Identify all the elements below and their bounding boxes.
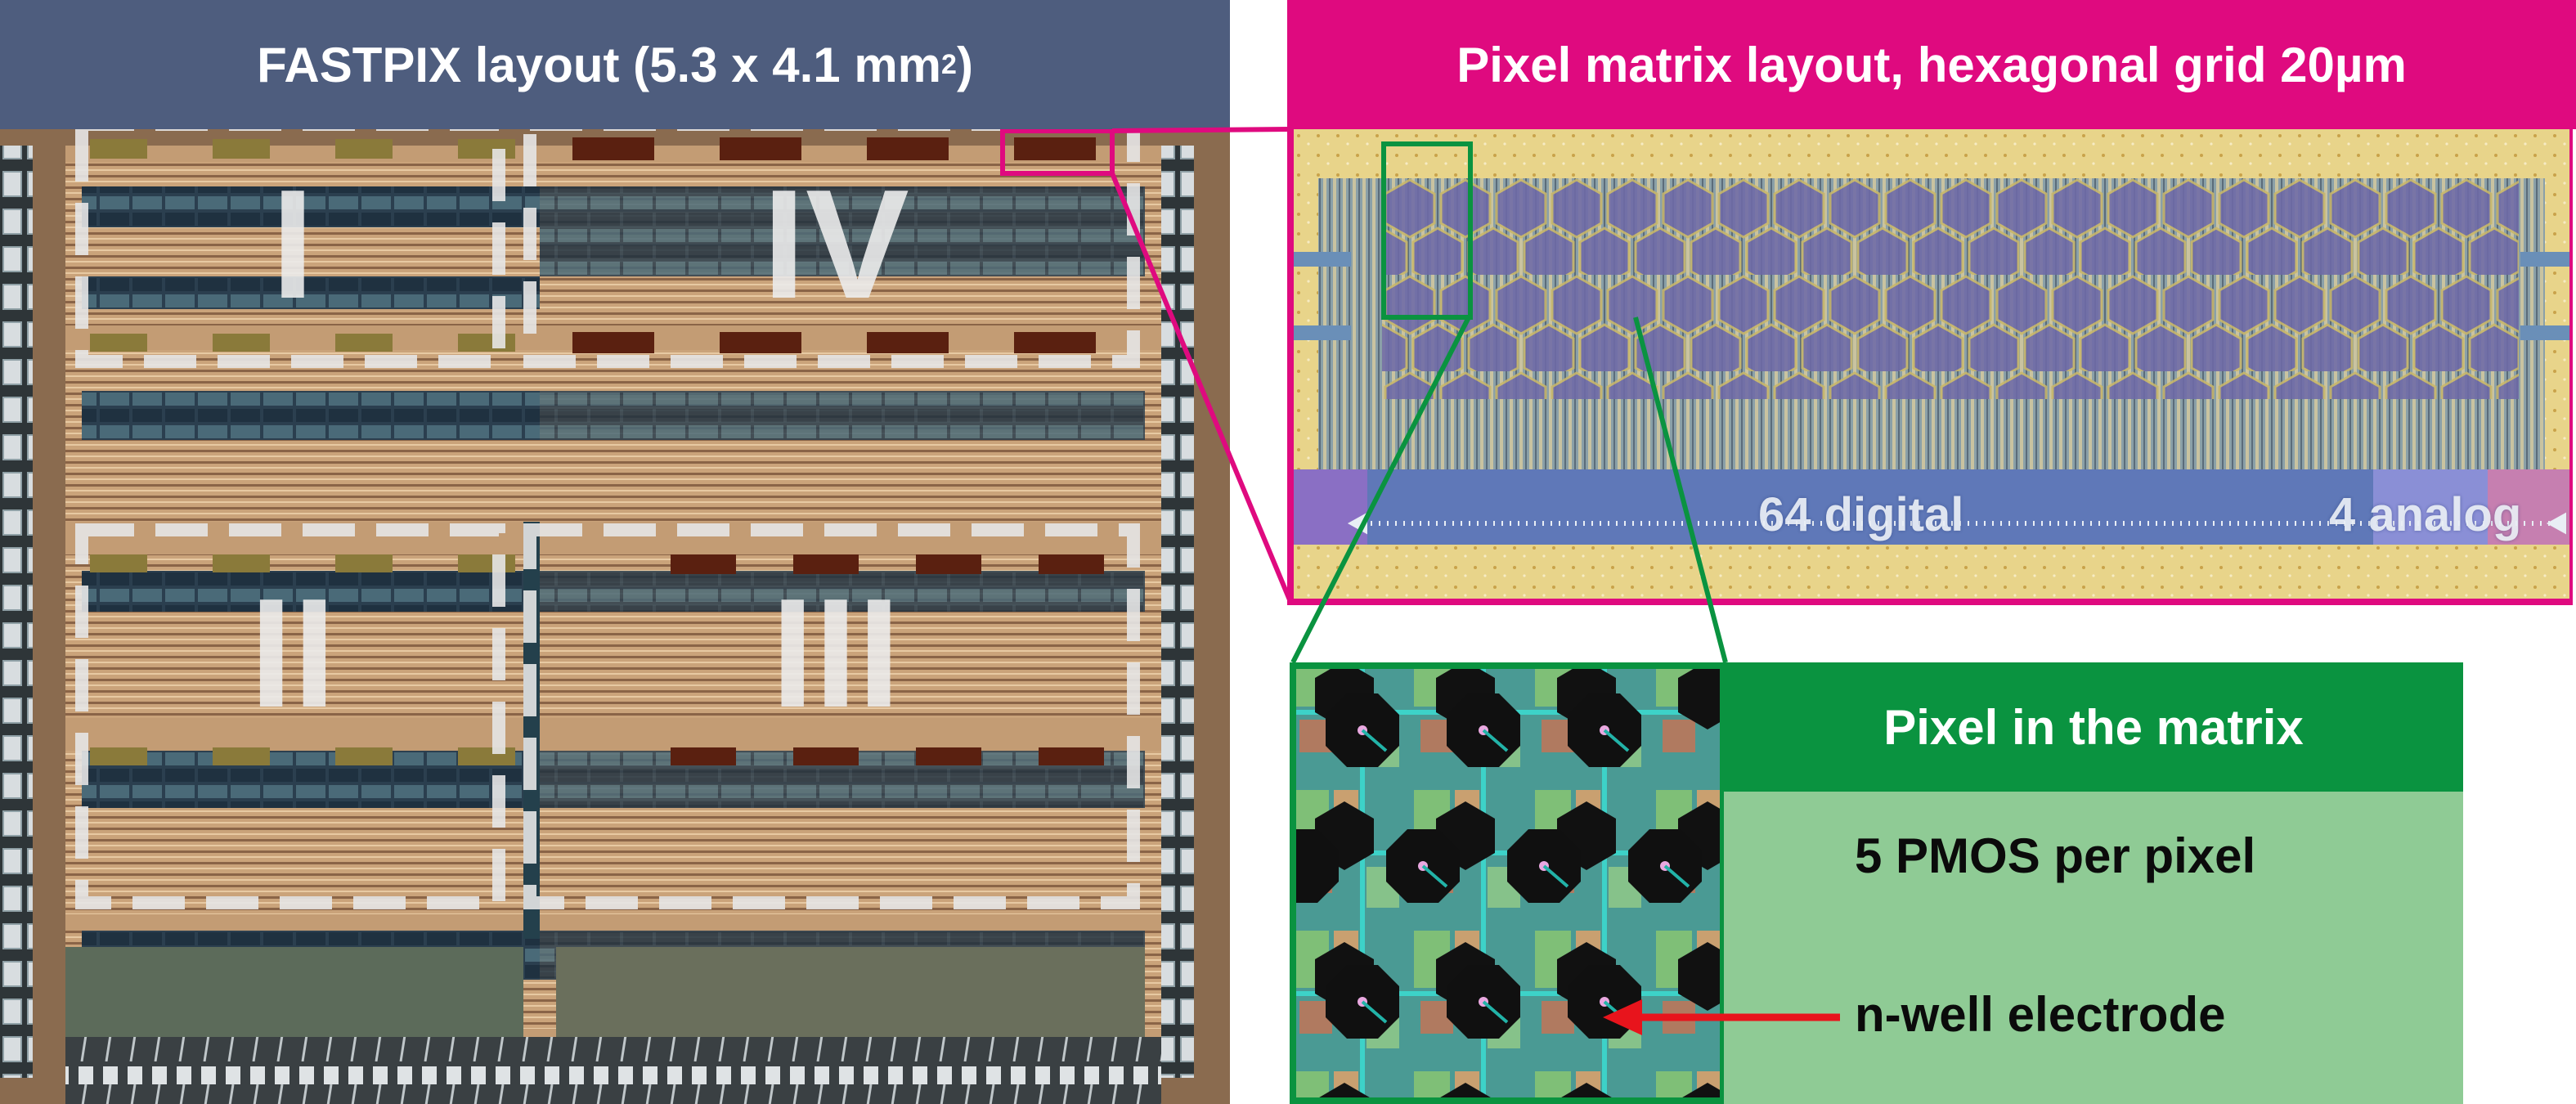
section-label-iv: IV	[762, 158, 909, 331]
nwell-electrode-text: n-well electrode	[1855, 987, 2226, 1042]
pmos-count-text: 5 PMOS per pixel	[1855, 828, 2256, 883]
analog-pixels-label: 4 analog	[2329, 488, 2522, 541]
pixel-matrix-title: Pixel matrix layout, hexagonal grid 20µm	[1287, 0, 2576, 129]
section-label-iii: III	[771, 567, 900, 740]
fastpix-title-text: FASTPIX layout (5.3 x 4.1 mm	[257, 37, 942, 92]
pixel-zoom-image	[1296, 669, 1720, 1097]
pixel-in-matrix-title-text: Pixel in the matrix	[1883, 699, 2304, 755]
matrix-zoom-box	[1000, 129, 1115, 176]
pixel-info-box	[1724, 792, 2463, 1104]
fastpix-title-end: )	[956, 37, 973, 92]
pixel-zoom-frame	[1290, 662, 1726, 1104]
pixel-matrix-title-text: Pixel matrix layout, hexagonal grid 20µm	[1456, 37, 2407, 92]
pixel-in-matrix-title: Pixel in the matrix	[1724, 662, 2463, 792]
nwell-pointer-arrow	[1603, 999, 1840, 1035]
digital-pixels-label: 64 digital	[1758, 488, 1964, 541]
section-label-ii: II	[249, 567, 336, 740]
fastpix-title-superscript: 2	[941, 48, 957, 80]
fastpix-chip-layout-image: I IV II III	[0, 129, 1230, 1104]
section-label-i: I	[272, 158, 315, 331]
pixel-matrix-image	[1294, 129, 2569, 599]
